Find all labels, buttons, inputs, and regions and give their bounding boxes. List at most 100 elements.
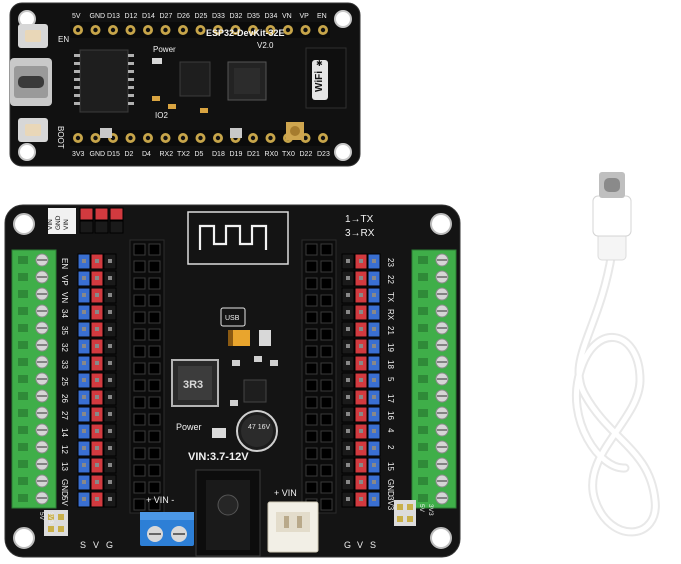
electrolytic-capacitor: 47 16V: [236, 410, 278, 452]
gpio-button[interactable]: [286, 122, 304, 140]
header-socket[interactable]: [320, 396, 333, 409]
header-socket[interactable]: [305, 362, 318, 375]
header-socket[interactable]: [148, 328, 161, 341]
jumper-label: 5V: [38, 512, 45, 521]
right-column-legend: G: [344, 540, 351, 550]
devkit-bottom-pin-label: D19: [230, 151, 243, 158]
left-pin-label: EN: [60, 258, 69, 269]
header-socket[interactable]: [133, 243, 146, 256]
header-socket[interactable]: [148, 498, 161, 511]
header-socket[interactable]: [305, 430, 318, 443]
left-voltage-jumper[interactable]: [44, 510, 68, 536]
header-socket[interactable]: [305, 243, 318, 256]
header-socket[interactable]: [133, 481, 146, 494]
header-socket[interactable]: [320, 362, 333, 375]
left-pin-label: 34: [60, 309, 69, 318]
devkit-bottom-pin-label: D15: [107, 151, 120, 158]
header-socket[interactable]: [148, 447, 161, 460]
left-pin-label: 35: [60, 326, 69, 335]
en-button[interactable]: [18, 24, 48, 48]
header-socket[interactable]: [305, 260, 318, 273]
header-socket[interactable]: [133, 277, 146, 290]
left-screw-terminals: [11, 249, 57, 509]
header-socket[interactable]: [320, 379, 333, 392]
header-socket[interactable]: [133, 498, 146, 511]
header-socket[interactable]: [133, 447, 146, 460]
right-pin-label: RX: [386, 309, 395, 321]
header-socket[interactable]: [305, 464, 318, 477]
header-socket[interactable]: [320, 277, 333, 290]
header-socket[interactable]: [133, 413, 146, 426]
header-socket[interactable]: [148, 379, 161, 392]
header-socket[interactable]: [133, 328, 146, 341]
header-socket[interactable]: [133, 430, 146, 443]
mount-hole-icon: [18, 143, 36, 161]
header-socket[interactable]: [320, 311, 333, 324]
header-socket[interactable]: [133, 379, 146, 392]
header-socket[interactable]: [305, 379, 318, 392]
header-socket[interactable]: [305, 277, 318, 290]
header-socket[interactable]: [305, 396, 318, 409]
vin-terminal-label: + VIN -: [146, 495, 174, 505]
header-socket[interactable]: [320, 345, 333, 358]
header-socket[interactable]: [133, 396, 146, 409]
header-socket[interactable]: [305, 294, 318, 307]
header-socket[interactable]: [320, 328, 333, 341]
header-socket[interactable]: [148, 413, 161, 426]
right-pin-label: 5: [386, 377, 395, 382]
header-socket[interactable]: [305, 345, 318, 358]
left-pin-label: 13: [60, 462, 69, 471]
header-socket[interactable]: [148, 311, 161, 324]
header-socket[interactable]: [148, 362, 161, 375]
header-socket[interactable]: [148, 277, 161, 290]
right-pin-label: 3V3: [386, 496, 395, 511]
boot-button[interactable]: [18, 118, 48, 142]
right-pin-label: 2: [386, 445, 395, 450]
usb-c-plug: [599, 172, 625, 198]
header-socket[interactable]: [148, 481, 161, 494]
vin-screw-terminal[interactable]: [140, 512, 194, 546]
vin-jst-connector[interactable]: [267, 501, 319, 553]
header-socket[interactable]: [133, 294, 146, 307]
left-female-header: [129, 239, 165, 514]
header-socket[interactable]: [320, 447, 333, 460]
header-socket[interactable]: [305, 447, 318, 460]
header-socket[interactable]: [148, 396, 161, 409]
header-socket[interactable]: [148, 430, 161, 443]
header-socket[interactable]: [305, 328, 318, 341]
header-pin: [94, 220, 109, 234]
devkit-version: V2.0: [257, 41, 274, 50]
header-socket[interactable]: [133, 260, 146, 273]
header-socket[interactable]: [133, 362, 146, 375]
header-socket[interactable]: [320, 260, 333, 273]
header-socket[interactable]: [305, 413, 318, 426]
left-pin-label: VP: [60, 275, 69, 286]
header-socket[interactable]: [148, 243, 161, 256]
header-socket[interactable]: [320, 430, 333, 443]
header-socket[interactable]: [148, 345, 161, 358]
devkit-top-pin-label: GND: [90, 13, 106, 20]
right-voltage-jumper[interactable]: [394, 500, 416, 526]
header-socket[interactable]: [148, 464, 161, 477]
boot-label: BOOT: [56, 126, 65, 149]
header-socket[interactable]: [320, 481, 333, 494]
devkit-top-pin-label: D34: [265, 13, 278, 20]
header-socket[interactable]: [320, 498, 333, 511]
header-socket[interactable]: [305, 481, 318, 494]
header-socket[interactable]: [320, 294, 333, 307]
header-socket[interactable]: [133, 311, 146, 324]
devkit-bottom-pin-label: 3V3: [72, 151, 85, 158]
header-socket[interactable]: [133, 345, 146, 358]
header-socket[interactable]: [148, 260, 161, 273]
header-socket[interactable]: [320, 243, 333, 256]
header-socket[interactable]: [133, 464, 146, 477]
devkit-top-pin-label: D35: [247, 13, 260, 20]
header-socket[interactable]: [320, 464, 333, 477]
header-socket[interactable]: [305, 311, 318, 324]
header-socket[interactable]: [320, 413, 333, 426]
header-socket[interactable]: [148, 294, 161, 307]
